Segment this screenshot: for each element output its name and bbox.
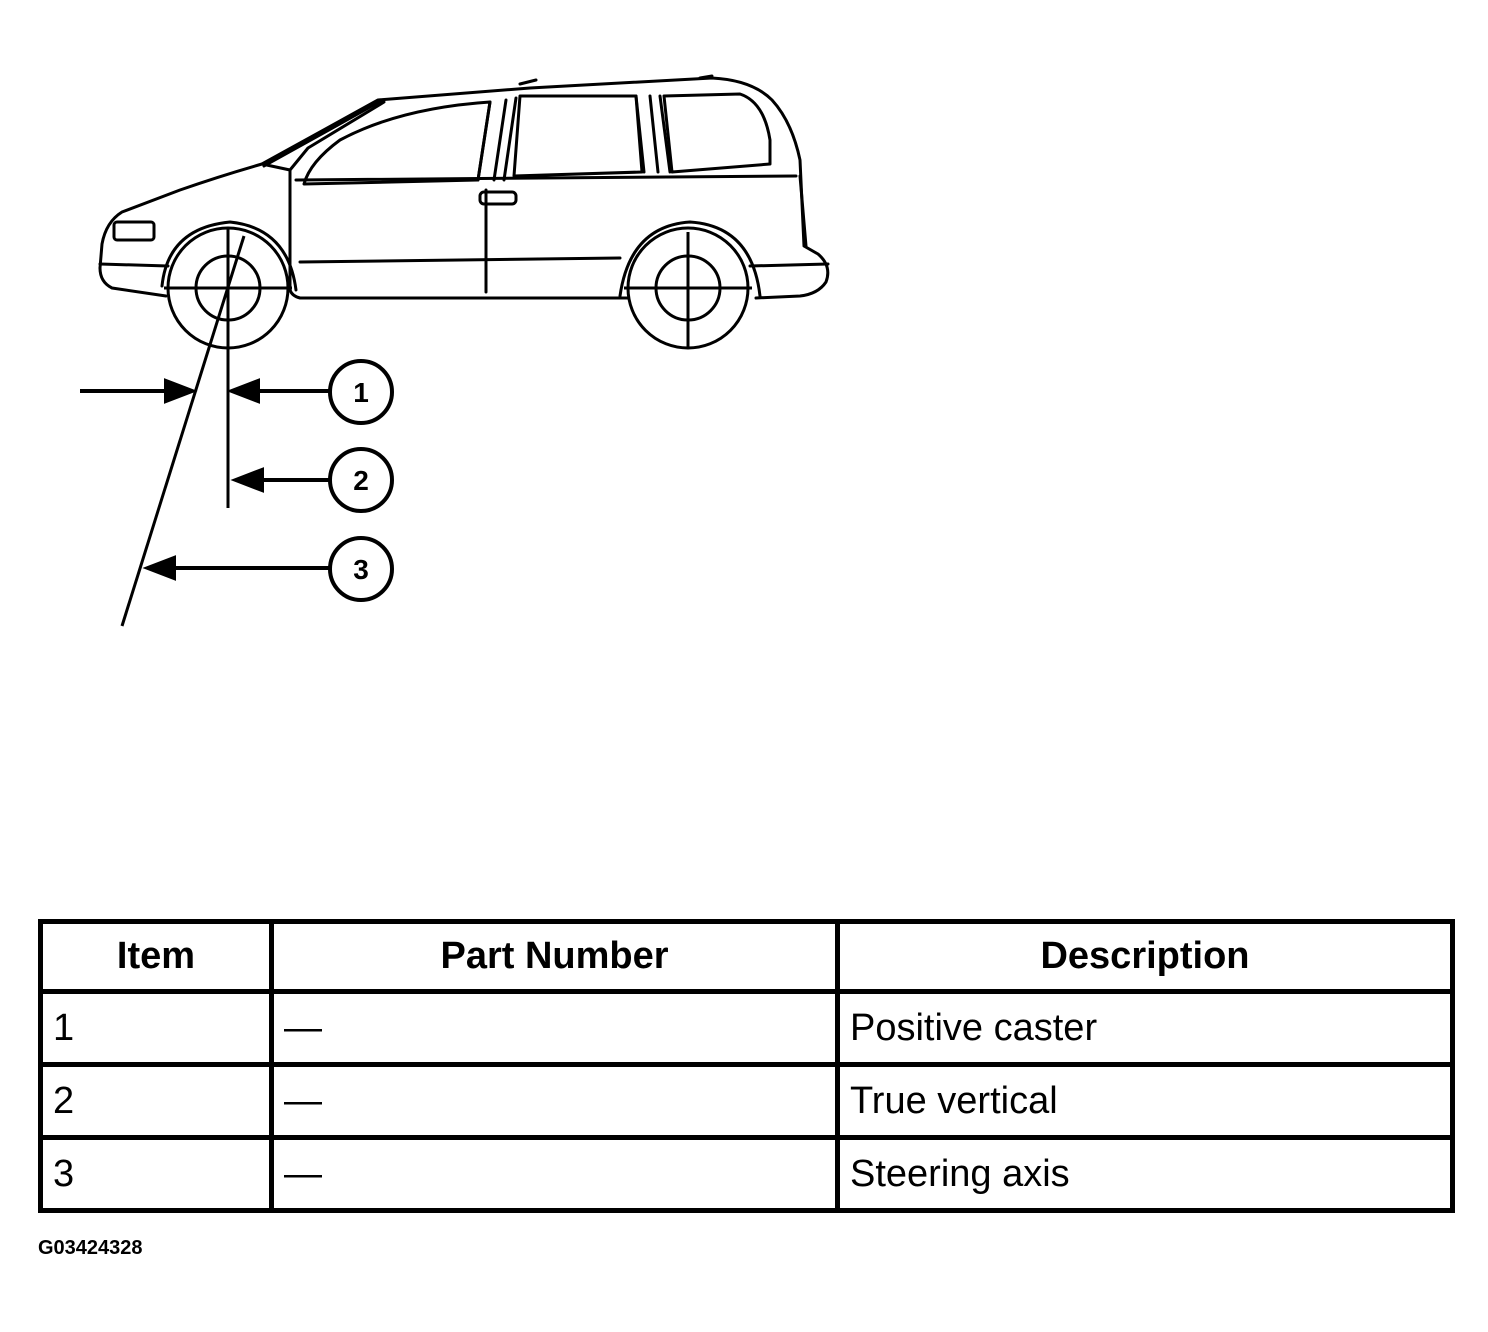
callout-1-number: 1 [353,377,369,408]
table-header-row: Item Part Number Description [38,919,1455,994]
figure-code: G03424328 [38,1237,143,1259]
header-part-number: Part Number [269,919,840,994]
cell-part-number: — [269,1062,840,1140]
cell-description: True vertical [835,1062,1455,1140]
table-row: 1 — Positive caster [38,989,1455,1067]
caster-angle-illustration: 1 2 3 [80,74,830,627]
minivan-side-view [98,74,830,300]
cell-description: Steering axis [835,1135,1455,1213]
header-item: Item [38,919,274,994]
cell-part-number: — [269,989,840,1067]
caster-dimension-arrows [80,378,330,404]
callout-leaders [142,467,330,581]
callout-2: 2 [328,447,394,513]
cell-part-number: — [269,1135,840,1213]
callout-3-number: 3 [353,554,369,585]
rear-wheel [624,226,752,350]
cell-item: 1 [38,989,274,1067]
table-row: 2 — True vertical [38,1062,1455,1140]
cell-item: 3 [38,1135,274,1213]
cell-description: Positive caster [835,989,1455,1067]
header-description: Description [835,919,1455,994]
table-row: 3 — Steering axis [38,1135,1455,1213]
parts-legend-table: Item Part Number Description 1 — Positiv… [38,919,1455,1213]
callout-3: 3 [328,536,394,602]
steering-axis-line [120,235,246,627]
cell-item: 2 [38,1062,274,1140]
callout-2-number: 2 [353,465,369,496]
callout-1: 1 [328,359,394,425]
